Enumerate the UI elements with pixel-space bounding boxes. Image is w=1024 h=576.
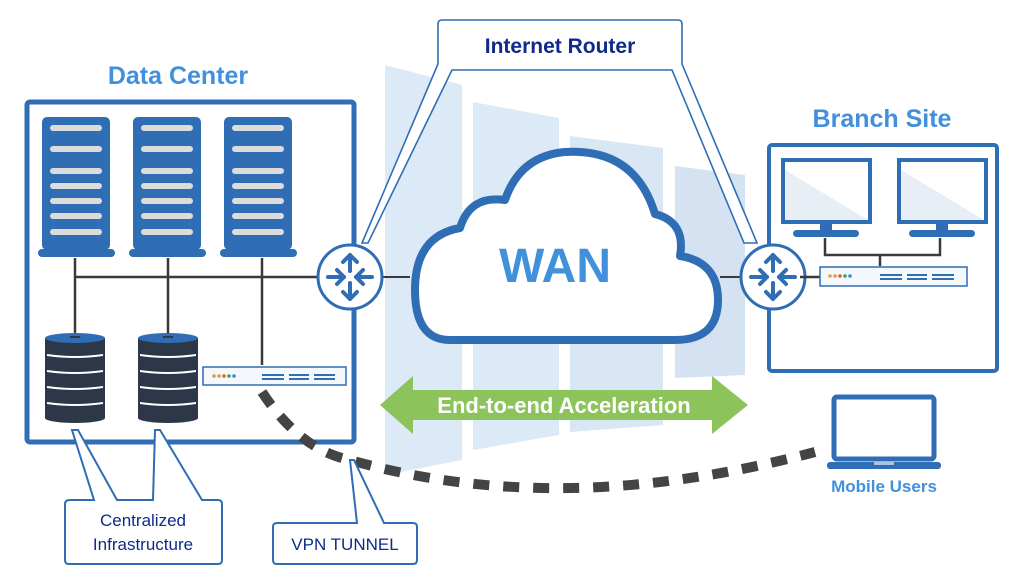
- led-dot: [217, 374, 221, 378]
- server-3-icon[interactable]: [220, 117, 297, 257]
- server-2-icon[interactable]: [129, 117, 206, 257]
- port-bars: [880, 274, 954, 280]
- branch-router-overlay: [739, 243, 807, 311]
- branch-bus: [800, 238, 942, 279]
- wan-label: WAN: [499, 240, 611, 293]
- led-dot: [227, 374, 231, 378]
- port-bars: [262, 374, 335, 380]
- server-1-icon[interactable]: [38, 117, 115, 257]
- data-center-router[interactable]: [316, 243, 384, 311]
- led-dot: [828, 274, 832, 278]
- database-2-icon[interactable]: [138, 333, 198, 423]
- status-leds: [212, 374, 236, 378]
- router-circle: [316, 243, 384, 311]
- led-dot: [212, 374, 216, 378]
- callout-centralized-line1: Centralized: [100, 511, 186, 530]
- internet-router-label: Internet Router: [485, 35, 636, 58]
- vpn-tunnel-callout: VPN TUNNEL: [272, 459, 418, 565]
- wan-cloud[interactable]: WAN: [411, 147, 722, 344]
- centralized-infrastructure-callout: Centralized Infrastructure: [64, 429, 223, 565]
- led-dot: [232, 374, 236, 378]
- vpn-tunnel-path[interactable]: [257, 389, 817, 494]
- servers: [38, 117, 297, 257]
- monitor-1-icon[interactable]: [781, 158, 872, 237]
- led-dot: [222, 374, 226, 378]
- data-center-bus: [73, 258, 318, 365]
- monitor-2-icon[interactable]: [897, 158, 988, 237]
- callout-shape: [360, 19, 759, 244]
- databases: [45, 333, 198, 423]
- acceleration-arrow: End-to-end Acceleration: [380, 376, 748, 434]
- double-arrow-shape: [380, 376, 748, 434]
- acceleration-label: End-to-end Acceleration: [437, 393, 690, 418]
- callout-shape: [64, 429, 223, 565]
- data-center-appliance[interactable]: [202, 366, 347, 386]
- led-dot: [843, 274, 847, 278]
- internet-router-callout: Internet Router: [360, 19, 759, 244]
- laptop-icon[interactable]: [827, 394, 941, 469]
- branch-appliance[interactable]: [819, 266, 968, 287]
- database-1-icon[interactable]: [45, 333, 105, 423]
- monitors: [781, 158, 988, 237]
- branch-site-title: Branch Site: [813, 105, 952, 133]
- mobile-users-label: Mobile Users: [831, 477, 937, 496]
- callout-vpn-label: VPN TUNNEL: [291, 535, 398, 554]
- callout-centralized-line2: Infrastructure: [93, 535, 193, 554]
- data-center-title: Data Center: [108, 62, 249, 90]
- led-dot: [838, 274, 842, 278]
- cloud-shape: [411, 147, 722, 344]
- led-dot: [833, 274, 837, 278]
- status-leds: [828, 274, 852, 278]
- led-dot: [848, 274, 852, 278]
- callout-shape: [272, 459, 418, 565]
